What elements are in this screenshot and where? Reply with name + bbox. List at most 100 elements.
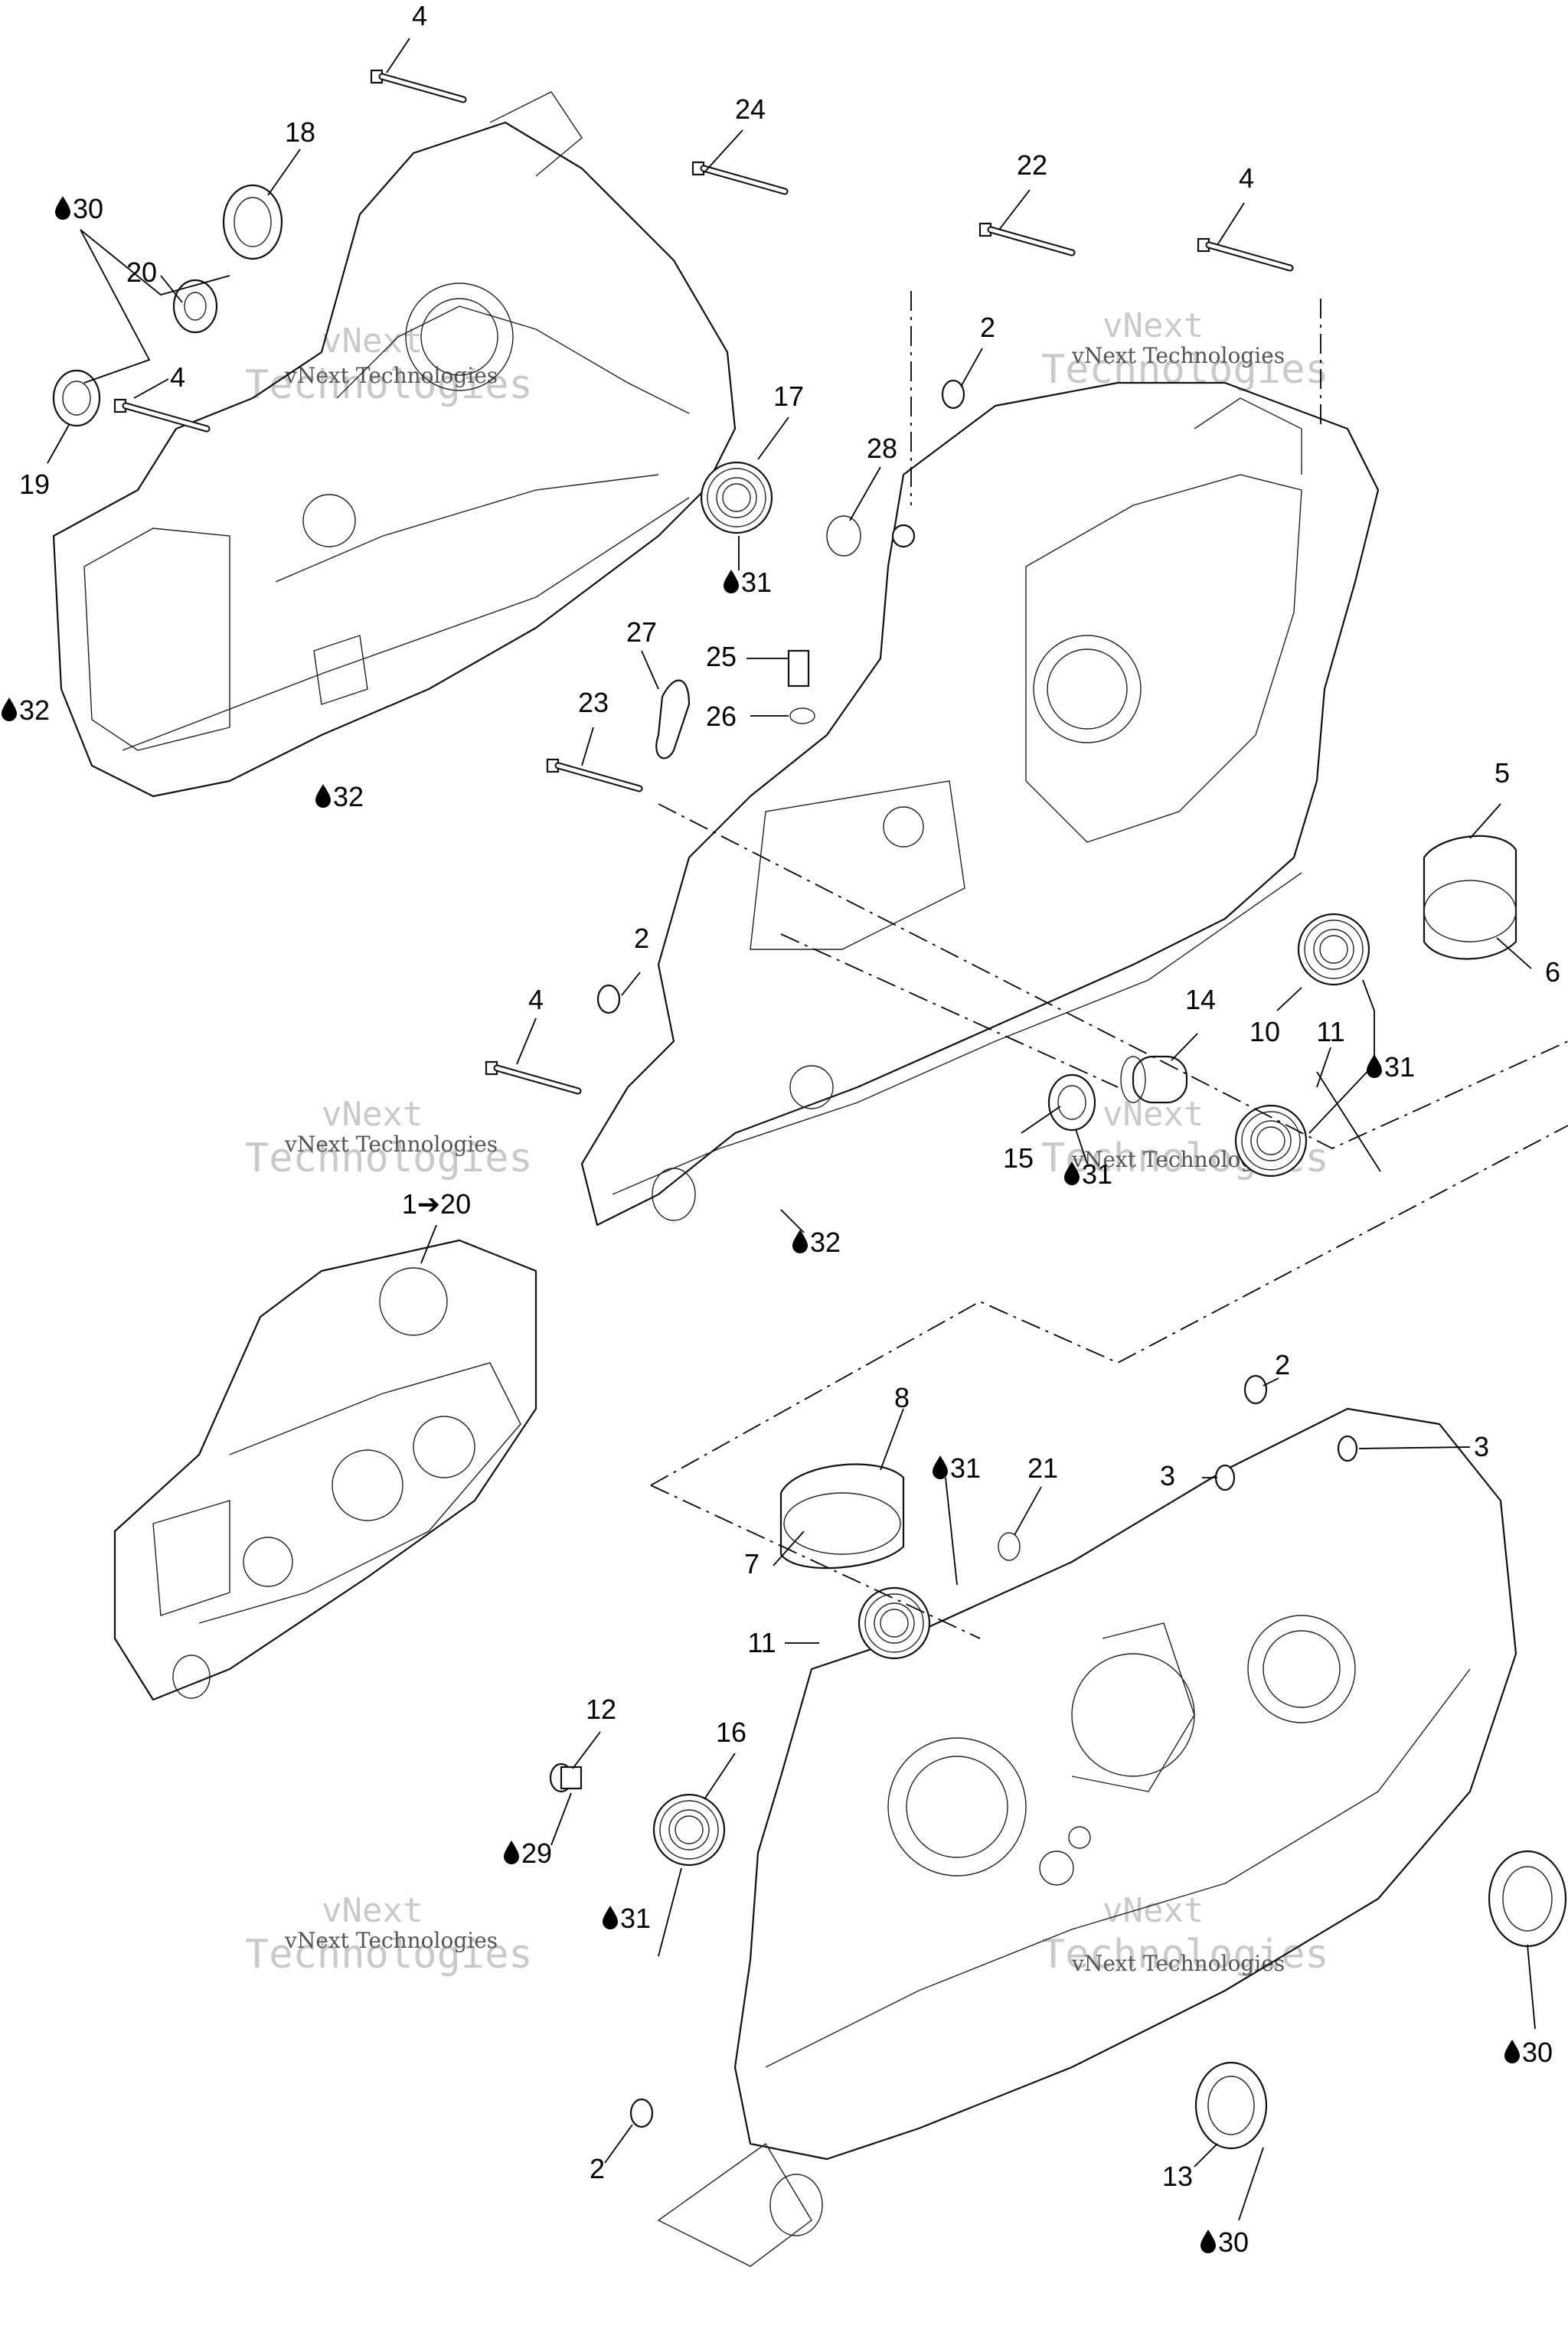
callout-30-a: 30 — [73, 193, 103, 224]
callout-4-right: 4 — [1239, 162, 1254, 194]
bolt-4-right — [1198, 239, 1290, 268]
drop-icon — [603, 1906, 618, 1929]
callout-16: 16 — [716, 1717, 746, 1748]
bushing-7-8 — [779, 1463, 905, 1570]
watermark-text: Technologies — [1041, 1932, 1329, 1978]
callout-27: 27 — [626, 616, 657, 648]
watermark-text: Technologies — [1041, 347, 1329, 393]
callout-28: 28 — [867, 433, 897, 464]
callout-3-b: 3 — [1160, 1460, 1175, 1491]
bearing-10 — [1297, 913, 1370, 986]
washer-26 — [789, 707, 815, 724]
seal-19 — [52, 369, 101, 427]
callout-11-b: 11 — [747, 1627, 776, 1658]
callout-6: 6 — [1545, 956, 1560, 988]
needle-bearing-14 — [1120, 1055, 1188, 1104]
dowel-pin-2-top — [941, 379, 965, 410]
dowel-pin-2-lower — [1243, 1374, 1268, 1405]
seal-18 — [222, 184, 283, 260]
watermark-text: vNext Technologies — [284, 1132, 498, 1157]
callout-2-mid: 2 — [634, 923, 649, 954]
seal-30-right — [1488, 1850, 1567, 1948]
drop-icon — [1367, 1054, 1382, 1078]
bolt-24 — [693, 162, 785, 191]
dowel-pin-3-a — [1337, 1435, 1358, 1462]
callout-10: 10 — [1250, 1016, 1280, 1047]
watermark-text: vNext Technologies — [284, 363, 498, 388]
seal-27 — [655, 679, 691, 760]
plug-12 — [549, 1762, 583, 1793]
o-ring-28 — [826, 515, 861, 557]
callout-5: 5 — [1494, 757, 1510, 789]
watermark-text: vNext — [322, 1095, 423, 1134]
callout-4-top: 4 — [412, 0, 427, 31]
drop-icon — [1504, 2040, 1520, 2063]
callout-8: 8 — [894, 1382, 910, 1413]
callout-29: 29 — [521, 1838, 552, 1869]
watermark-text: Technologies — [245, 1135, 533, 1181]
callout-3-a: 3 — [1474, 1431, 1489, 1462]
callout-2-lower: 2 — [1275, 1349, 1290, 1380]
callout-22: 22 — [1017, 149, 1047, 181]
pto-crankcase — [657, 1407, 1517, 2267]
drop-icon — [504, 1841, 519, 1864]
watermark-group: vNext Technologies vNext Technologies vN… — [245, 306, 1329, 1978]
watermark-text: vNext Technologies — [1071, 1951, 1285, 1976]
bolt-22 — [980, 224, 1072, 253]
callout-30-c: 30 — [1218, 2226, 1249, 2258]
bolt-23 — [547, 760, 639, 789]
callout-18: 18 — [285, 116, 315, 148]
callout-31-d: 31 — [950, 1452, 981, 1484]
bolt-4-mid — [486, 1062, 578, 1091]
callout-19: 19 — [19, 469, 50, 500]
o-ring-21 — [998, 1532, 1021, 1561]
callout-15: 15 — [1003, 1142, 1034, 1174]
callout-7: 7 — [744, 1548, 760, 1579]
bolt-4-top — [371, 70, 463, 100]
plug-25 — [787, 649, 810, 688]
drop-icon — [55, 196, 70, 220]
dowel-pin-3-b — [1214, 1464, 1236, 1491]
callout-30-b: 30 — [1522, 2037, 1553, 2068]
bearing-11-top — [1234, 1104, 1308, 1178]
callout-20: 20 — [126, 256, 157, 288]
callout-25: 25 — [706, 641, 737, 672]
watermark-text: Technologies — [245, 1932, 533, 1978]
assembled-crankcase — [113, 1239, 537, 1701]
callout-32-mid: 32 — [810, 1227, 841, 1258]
callout-2-bottom: 2 — [590, 2153, 605, 2184]
callout-14: 14 — [1185, 984, 1216, 1015]
bearing-11-bottom — [858, 1586, 931, 1660]
drop-icon — [1200, 2230, 1216, 2253]
drop-icon — [315, 784, 331, 808]
callout-2-top: 2 — [980, 312, 995, 343]
dowel-pin-2-bottom — [629, 2098, 654, 2128]
callout-23: 23 — [578, 687, 609, 718]
callout-4-left: 4 — [170, 361, 185, 393]
watermark-text: vNext Technologies — [1071, 343, 1285, 368]
seal-15 — [1047, 1073, 1096, 1132]
drop-icon — [2, 697, 17, 721]
callout-24: 24 — [735, 93, 766, 125]
seal-20 — [172, 279, 218, 334]
callout-31-c: 31 — [1082, 1158, 1112, 1190]
callout-1-20: 1➔20 — [402, 1188, 471, 1220]
drop-icon — [792, 1230, 808, 1253]
mag-side-cover — [52, 91, 737, 798]
watermark-text: vNext Technologies — [284, 1928, 498, 1953]
callout-31-b: 31 — [1384, 1051, 1415, 1083]
callout-12: 12 — [586, 1694, 616, 1725]
bolt-4-left — [115, 400, 207, 429]
watermark-text: vNext — [1102, 1891, 1204, 1930]
watermark-text: vNext — [1102, 306, 1204, 345]
callout-32-bottom-left: 32 — [333, 781, 364, 812]
dowel-pin-2-mid — [596, 984, 621, 1014]
watermark-text: Technologies — [245, 362, 533, 408]
drop-icon — [933, 1455, 948, 1479]
callout-32-left: 32 — [19, 694, 50, 726]
bushing-5-6 — [1423, 835, 1517, 960]
callout-31-e: 31 — [620, 1903, 651, 1934]
leader-lines — [47, 38, 1536, 2221]
bearing-17 — [700, 461, 773, 534]
